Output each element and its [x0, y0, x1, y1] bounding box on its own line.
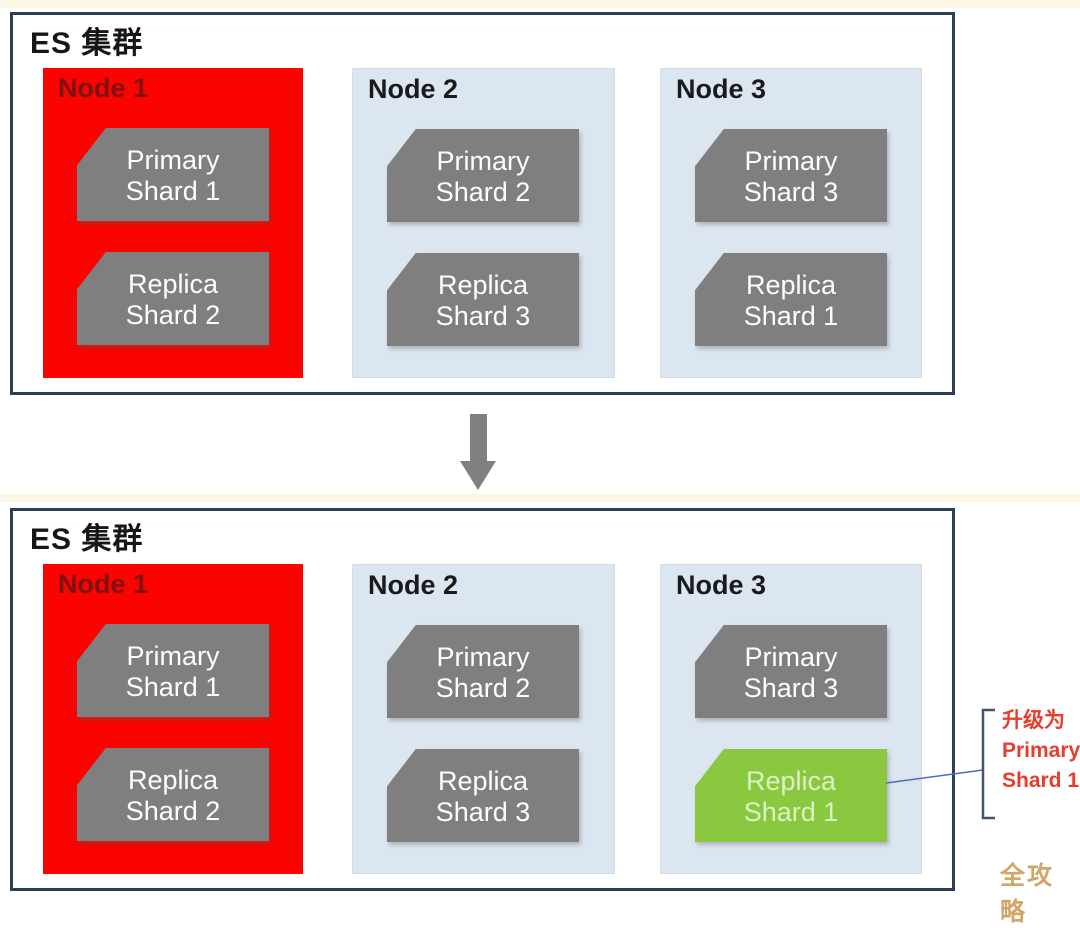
- annotation-text-line: 升级为: [1002, 709, 1065, 732]
- shard-primary-3: Primary Shard 3: [695, 625, 887, 718]
- node-1-failed: Node 1 Primary Shard 1 Replica Shard 2: [43, 564, 303, 874]
- shard-primary-2: Primary Shard 2: [387, 129, 579, 222]
- shard-replica-3: Replica Shard 3: [387, 749, 579, 842]
- node-2: Node 2 Primary Shard 2 Replica Shard 3: [352, 68, 615, 378]
- annotation-text: 升级为 Primary Shard 1: [1002, 706, 1080, 796]
- shard-label-line: Replica: [745, 765, 837, 796]
- node-label: Node 3: [676, 570, 767, 600]
- page-background-strip-middle: [0, 494, 1080, 502]
- shard-replica-2: Replica Shard 2: [77, 252, 269, 345]
- shard-label-line: Shard 1: [743, 796, 839, 827]
- shard-label-line: Shard 1: [125, 175, 221, 206]
- shard-shape: Primary Shard 2: [387, 129, 579, 222]
- watermark: 全攻略: [1000, 862, 1055, 926]
- annotation-connector-and-bracket: [885, 708, 995, 820]
- cluster-title: ES 集群: [30, 523, 144, 556]
- node-label: Node 2: [368, 74, 459, 104]
- node-1-failed: Node 1 Primary Shard 1 Replica Shard 2: [43, 68, 303, 378]
- shard-shape: Replica Shard 3: [387, 749, 579, 842]
- shard-label-line: Primary: [126, 640, 220, 671]
- shard-label-line: Replica: [745, 269, 837, 300]
- down-arrow-icon: [460, 414, 496, 490]
- shard-label-line: Replica: [127, 268, 219, 299]
- shard-label-line: Shard 2: [435, 176, 531, 207]
- shard-primary-1: Primary Shard 1: [77, 624, 269, 717]
- down-arrow-head: [460, 461, 496, 490]
- shard-label-line: Shard 3: [435, 300, 531, 331]
- shard-replica-3: Replica Shard 3: [387, 253, 579, 346]
- shard-shape: Primary Shard 1: [77, 624, 269, 717]
- shard-primary-2: Primary Shard 2: [387, 625, 579, 718]
- shard-label-line: Shard 3: [743, 176, 839, 207]
- cluster-box-after: ES 集群 Node 1 Primary Shard 1 Replica Sha…: [10, 508, 955, 891]
- annotation-connector-line: [885, 769, 984, 784]
- shard-primary-3: Primary Shard 3: [695, 129, 887, 222]
- shard-shape: Replica Shard 2: [77, 252, 269, 345]
- shard-label-line: Shard 3: [743, 672, 839, 703]
- annotation-text-line: Primary: [1002, 739, 1080, 762]
- shard-label-line: Replica: [127, 764, 219, 795]
- shard-label-line: Replica: [437, 269, 529, 300]
- shard-label-line: Shard 3: [435, 796, 531, 827]
- shard-label-line: Shard 2: [125, 795, 221, 826]
- shard-replica-1: Replica Shard 1: [695, 253, 887, 346]
- node-label: Node 1: [58, 73, 149, 103]
- shard-shape: Replica Shard 1: [695, 253, 887, 346]
- shard-shape: Replica Shard 2: [77, 748, 269, 841]
- down-arrow-shaft: [470, 414, 487, 461]
- shard-shape: Replica Shard 3: [387, 253, 579, 346]
- shard-shape: Primary Shard 3: [695, 129, 887, 222]
- shard-label-line: Primary: [436, 145, 530, 176]
- shard-label-line: Shard 2: [125, 299, 221, 330]
- annotation-bracket: [981, 708, 995, 820]
- shard-label-line: Replica: [437, 765, 529, 796]
- node-3: Node 3 Primary Shard 3 Replica Shard 1: [660, 68, 922, 378]
- shard-label-line: Primary: [126, 144, 220, 175]
- shard-label-line: Primary: [436, 641, 530, 672]
- node-label: Node 3: [676, 74, 767, 104]
- shard-shape: Primary Shard 2: [387, 625, 579, 718]
- node-3: Node 3 Primary Shard 3 Replica Shard 1: [660, 564, 922, 874]
- cluster-title: ES 集群: [30, 27, 144, 60]
- shard-label-line: Shard 2: [435, 672, 531, 703]
- node-2: Node 2 Primary Shard 2 Replica Shard 3: [352, 564, 615, 874]
- shard-label-line: Primary: [744, 641, 838, 672]
- shard-label-line: Shard 1: [125, 671, 221, 702]
- shard-label-line: Shard 1: [743, 300, 839, 331]
- shard-shape: Primary Shard 1: [77, 128, 269, 221]
- annotation-text-line: Shard 1: [1002, 769, 1080, 792]
- node-label: Node 1: [58, 569, 149, 599]
- shard-primary-1: Primary Shard 1: [77, 128, 269, 221]
- node-label: Node 2: [368, 570, 459, 600]
- shard-shape: Primary Shard 3: [695, 625, 887, 718]
- page-background-strip-top: [0, 0, 1080, 8]
- shard-replica-2: Replica Shard 2: [77, 748, 269, 841]
- shard-shape-promoted: Replica Shard 1: [695, 749, 887, 842]
- cluster-box-before: ES 集群 Node 1 Primary Shard 1 Replica Sha…: [10, 12, 955, 395]
- shard-label-line: Primary: [744, 145, 838, 176]
- shard-replica-1-promoted: Replica Shard 1: [695, 749, 887, 842]
